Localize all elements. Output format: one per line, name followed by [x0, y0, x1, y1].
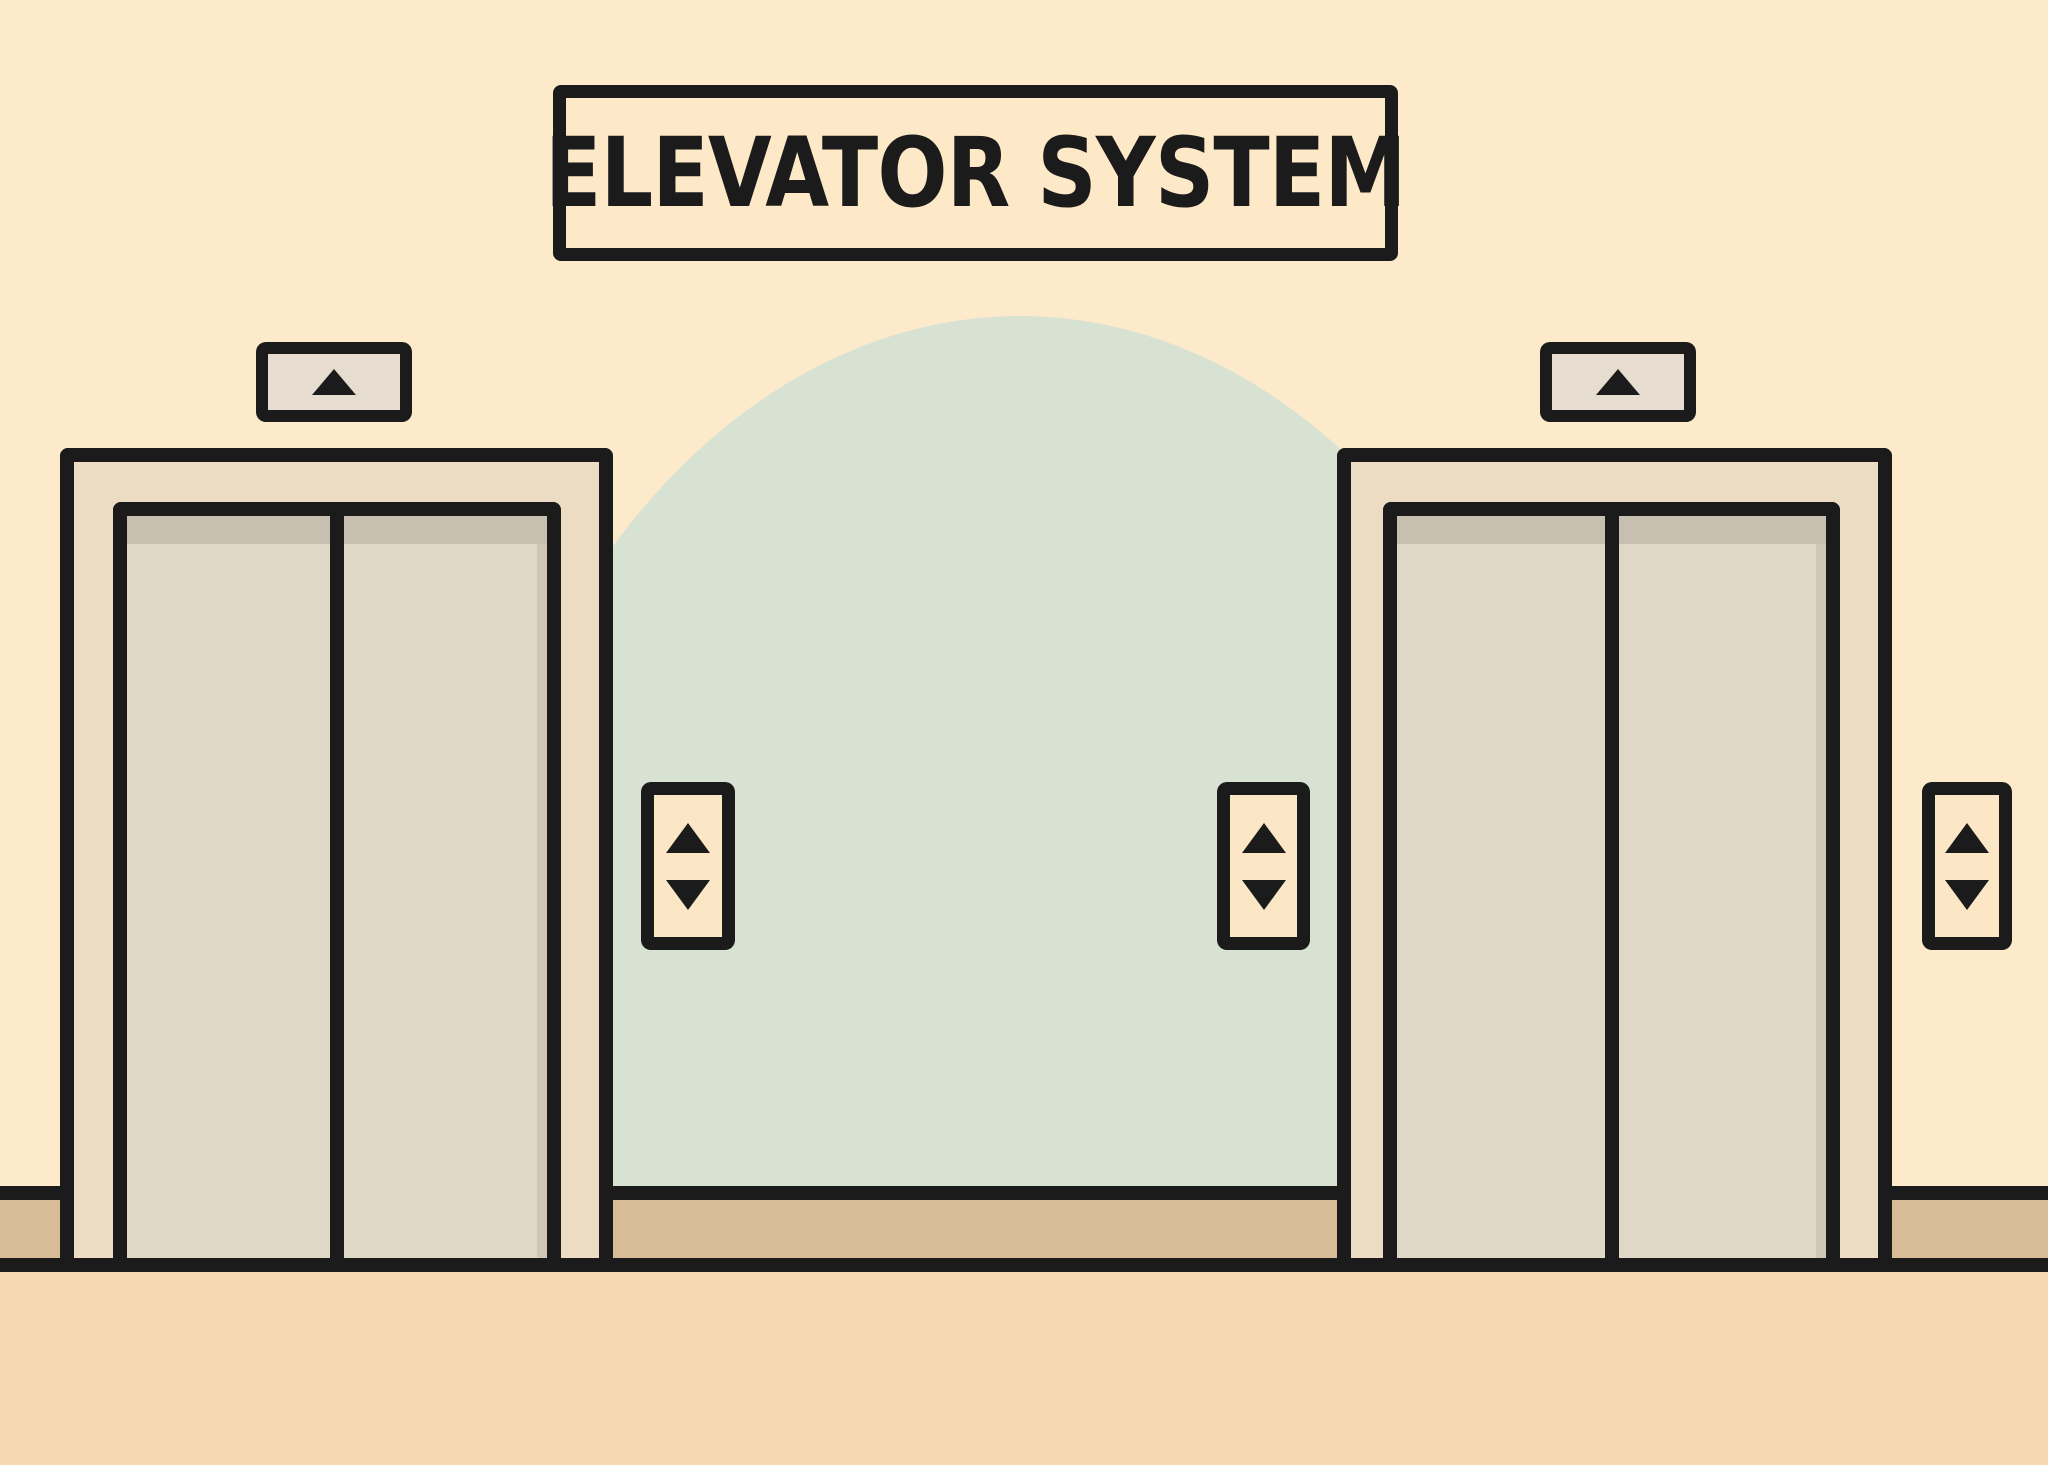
call-down-button[interactable] — [666, 879, 710, 910]
left-elevator-door-right[interactable] — [344, 516, 547, 1258]
left-elevator-indicator — [256, 342, 412, 422]
up-arrow-icon — [1596, 369, 1640, 395]
sign-title: ELEVATOR SYSTEM — [545, 117, 1407, 229]
call-up-button[interactable] — [666, 822, 710, 853]
up-arrow-icon — [312, 369, 356, 395]
elevator-system-sign: ELEVATOR SYSTEM — [545, 85, 1407, 261]
call-up-button[interactable] — [1945, 822, 1989, 853]
right-elevator-indicator — [1540, 342, 1696, 422]
call-up-button[interactable] — [1241, 822, 1286, 853]
call-down-button[interactable] — [1945, 879, 1989, 910]
call-panel-2 — [1217, 782, 1310, 950]
floor-line — [0, 1258, 2048, 1272]
left-elevator-doors[interactable] — [113, 502, 561, 1258]
call-panel-1 — [641, 782, 735, 950]
floor — [0, 1272, 2048, 1465]
left-elevator-door-left[interactable] — [127, 516, 330, 1258]
call-panel-3 — [1922, 782, 2012, 950]
right-elevator-doors[interactable] — [1383, 502, 1840, 1258]
call-down-button[interactable] — [1241, 879, 1286, 910]
right-elevator-door-right[interactable] — [1618, 516, 1826, 1258]
right-elevator-door-left[interactable] — [1397, 516, 1605, 1258]
